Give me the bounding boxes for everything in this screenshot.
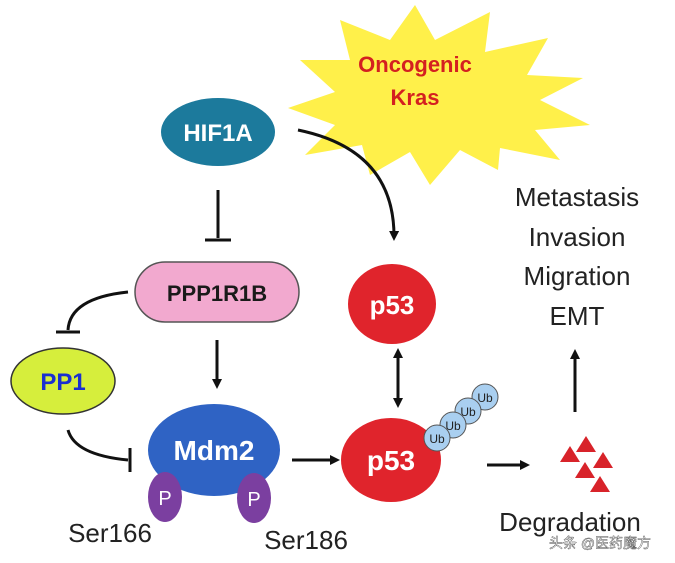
ser186-label: Ser186 bbox=[264, 525, 348, 555]
mdm2-label: Mdm2 bbox=[174, 435, 255, 466]
inhibition-curve bbox=[66, 290, 129, 331]
pp1-inhibits-mdm2 bbox=[66, 429, 132, 472]
phospho-label: P bbox=[158, 488, 171, 510]
p53-top-node: p53 bbox=[348, 264, 436, 344]
fragment bbox=[590, 476, 610, 492]
ser166-label: Ser166 bbox=[68, 518, 152, 548]
starburst-shape bbox=[288, 5, 590, 185]
oncogenic-label-line2: Kras bbox=[391, 85, 440, 110]
hif1a-label: HIF1A bbox=[183, 120, 252, 147]
outcomes-list: Metastasis Invasion Migration EMT bbox=[515, 182, 639, 331]
pp1-node: PP1 bbox=[10, 347, 116, 415]
ubiquitin-label: Ub bbox=[477, 391, 493, 405]
phospho-badge bbox=[148, 472, 182, 522]
p53-bottom-ellipse bbox=[341, 418, 441, 502]
fragment bbox=[575, 462, 595, 478]
outcome-migration: Migration bbox=[524, 261, 631, 291]
pp1-label: PP1 bbox=[40, 369, 85, 396]
phospho-label: P bbox=[247, 489, 260, 511]
ppp1r1b-inhibits-pp1 bbox=[56, 290, 129, 334]
watermark: 头条 @医药魔方 bbox=[549, 535, 651, 551]
ppp1r1b-node: PPP1R1B bbox=[134, 261, 300, 323]
ubiquitin-chain: Ub Ub Ub Ub bbox=[423, 383, 499, 452]
outcome-metastasis: Metastasis bbox=[515, 182, 639, 212]
hif1a-ellipse bbox=[161, 98, 275, 166]
ubiquitin-label: Ub bbox=[460, 405, 476, 419]
oncogenic-label-line1: Oncogenic bbox=[358, 52, 472, 77]
mdm2-ellipse bbox=[148, 404, 280, 496]
phospho-badge bbox=[237, 473, 271, 523]
pp1-ellipse bbox=[10, 347, 116, 415]
inhibition-curve bbox=[66, 429, 129, 462]
ubiquitin-label: Ub bbox=[429, 432, 445, 446]
hif1a-to-p53-arrow bbox=[297, 128, 400, 241]
fragment bbox=[593, 452, 613, 468]
p53-bottom-label: p53 bbox=[367, 445, 415, 476]
ubiquitin-bead bbox=[423, 424, 451, 452]
hif1a-inhibits-ppp1r1b bbox=[205, 190, 231, 242]
ubiquitin-label: Ub bbox=[445, 419, 461, 433]
fragment bbox=[576, 436, 596, 452]
outcome-emt: EMT bbox=[550, 301, 605, 331]
phospho-site-2: P bbox=[237, 473, 271, 523]
p53-top-label: p53 bbox=[370, 290, 415, 320]
p53-bottom-node: p53 bbox=[341, 418, 441, 502]
ppp1r1b-rect bbox=[134, 261, 300, 323]
p53-top-ellipse bbox=[348, 264, 436, 344]
phospho-site-1: P bbox=[148, 472, 182, 522]
ppp1r1b-label: PPP1R1B bbox=[167, 281, 267, 306]
oncogenic-kras-starburst: Oncogenic Kras bbox=[288, 5, 590, 185]
mdm2-node: Mdm2 bbox=[148, 404, 280, 496]
degradation-fragments bbox=[560, 436, 613, 492]
fragment bbox=[560, 446, 580, 462]
outcome-invasion: Invasion bbox=[529, 222, 626, 252]
degradation-label: Degradation bbox=[499, 507, 641, 537]
hif1a-node: HIF1A bbox=[161, 98, 275, 166]
